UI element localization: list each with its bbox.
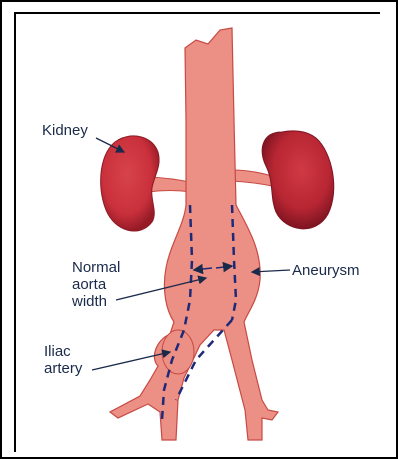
normal-aorta-label-line2: aorta bbox=[72, 276, 106, 293]
left-kidney bbox=[101, 136, 159, 231]
right-renal-artery bbox=[232, 170, 272, 186]
right-kidney bbox=[262, 131, 334, 229]
aorta-vessel bbox=[110, 28, 278, 440]
normal-aorta-label-line3: width bbox=[72, 293, 107, 310]
normal-aorta-label-line1: Normal bbox=[72, 259, 120, 276]
iliac-label-line1: Iliac bbox=[44, 343, 71, 360]
iliac-label-line2: artery bbox=[44, 360, 82, 377]
aneurysm-label: Aneurysm bbox=[292, 262, 360, 279]
iliac-bulge bbox=[162, 330, 194, 374]
kidney-label: Kidney bbox=[42, 122, 88, 139]
